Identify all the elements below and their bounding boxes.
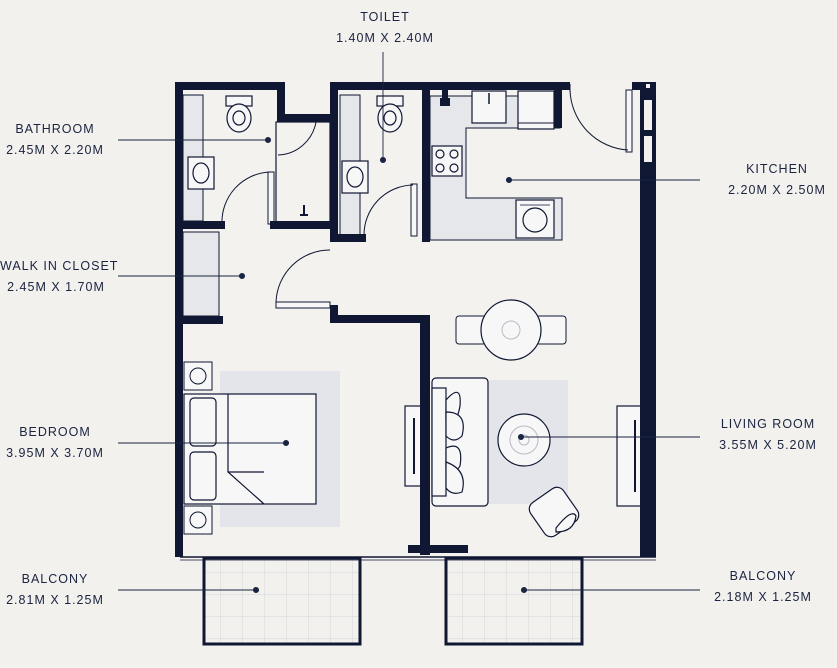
washing-machine — [515, 199, 555, 239]
balcony-right-size: 2.18M X 1.25M — [714, 590, 812, 604]
kitchen-size: 2.20M X 2.50M — [728, 183, 826, 197]
toilet-wc — [376, 95, 404, 133]
dining-table — [455, 299, 567, 361]
window-ticks — [644, 84, 652, 162]
bed — [183, 393, 317, 505]
bathroom-name: BATHROOM — [15, 122, 95, 136]
armchair — [528, 486, 580, 538]
fridge — [517, 90, 555, 130]
label-toilet: TOILET 1.40M X 2.40M — [330, 7, 440, 49]
toilet-name: TOILET — [360, 10, 410, 24]
label-living-room: LIVING ROOM 3.55M X 5.20M — [706, 414, 830, 456]
sofa — [431, 377, 489, 507]
tv-unit — [616, 405, 642, 507]
side-console — [404, 405, 422, 487]
kitchen-name: KITCHEN — [746, 162, 808, 176]
balcony-right — [444, 556, 584, 646]
closet-size: 2.45M X 1.70M — [7, 280, 105, 294]
balcony-left-size: 2.81M X 1.25M — [6, 593, 104, 607]
doors — [221, 84, 633, 309]
shower — [275, 121, 331, 227]
nightstand-top — [183, 361, 213, 391]
label-balcony-right: BALCONY 2.18M X 1.25M — [708, 566, 818, 608]
toilet-basin — [341, 160, 369, 194]
walls — [175, 82, 656, 557]
kitchen-sink — [471, 90, 507, 124]
bedroom-name: BEDROOM — [19, 425, 91, 439]
coffee-table — [497, 413, 551, 467]
closet-storage-left — [182, 231, 220, 317]
label-bedroom: BEDROOM 3.95M X 3.70M — [0, 422, 110, 464]
nightstand-bottom — [183, 505, 213, 535]
cooktop — [431, 145, 463, 177]
bathroom-size: 2.45M X 2.20M — [6, 143, 104, 157]
label-balcony-left: BALCONY 2.81M X 1.25M — [0, 569, 110, 611]
toilet-size: 1.40M X 2.40M — [336, 31, 434, 45]
bedroom-size: 3.95M X 3.70M — [6, 446, 104, 460]
living-size: 3.55M X 5.20M — [719, 438, 817, 452]
balcony-left — [202, 556, 362, 646]
bathroom-toilet — [225, 95, 253, 133]
label-kitchen: KITCHEN 2.20M X 2.50M — [718, 159, 836, 201]
balcony-left-name: BALCONY — [21, 572, 89, 586]
living-name: LIVING ROOM — [720, 417, 816, 431]
bathroom-basin — [187, 156, 215, 190]
balcony-right-name: BALCONY — [729, 569, 797, 583]
label-bathroom: BATHROOM 2.45M X 2.20M — [0, 119, 110, 161]
closet-name: WALK IN CLOSET — [0, 259, 119, 273]
leaders — [118, 52, 700, 594]
label-walk-in-closet: WALK IN CLOSET 2.45M X 1.70M — [0, 256, 119, 298]
